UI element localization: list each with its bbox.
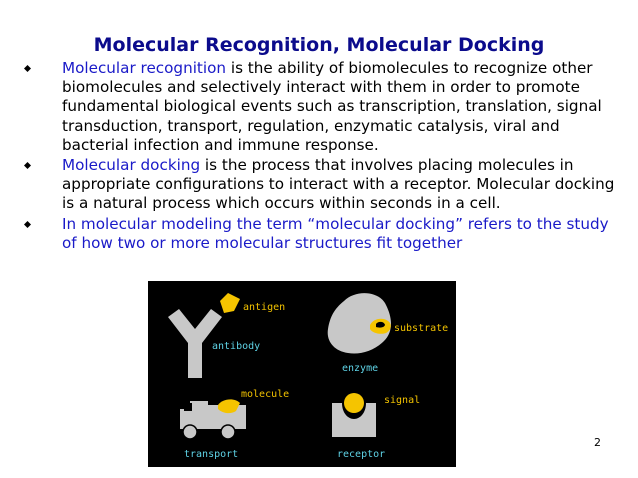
substrate-label: substrate: [394, 323, 448, 334]
docking-illustration: antigen antibody substrate enzyme molecu…: [168, 293, 448, 460]
bullet-highlight: Molecular recognition: [62, 59, 227, 77]
receptor-shape: [332, 403, 376, 437]
bullet-item-molecular-docking: Molecular docking is the process that in…: [24, 156, 624, 214]
page-number: 2: [594, 436, 601, 449]
transport-label: transport: [184, 449, 238, 460]
molecule-label: molecule: [241, 389, 289, 400]
bullet-text: is the process that involves placing mol…: [62, 156, 615, 213]
molecular-docking-figure: antigen antibody substrate enzyme molecu…: [148, 281, 456, 467]
signal-label: signal: [384, 395, 420, 406]
antigen-label: antigen: [243, 302, 285, 313]
bullet-highlight: Molecular docking: [62, 156, 201, 175]
antigen-shape: [220, 293, 240, 313]
enzyme-shape: [327, 293, 391, 354]
enzyme-label: enzyme: [342, 363, 378, 374]
diamond-bullet-icon: [24, 65, 31, 72]
transport-truck: [180, 399, 246, 440]
antibody-shape: [168, 309, 222, 378]
slide-title: Molecular Recognition, Molecular Docking: [93, 34, 545, 56]
bullet-item-molecular-modeling: In molecular modeling the term “molecula…: [24, 215, 624, 253]
substrate-pocket: [376, 321, 385, 328]
bullet-text: In molecular modeling the term “molecula…: [62, 214, 609, 252]
antibody-label: antibody: [212, 341, 260, 352]
bullet-item-molecular-recognition: Molecular recognition is the ability of …: [24, 59, 624, 155]
signal-shape: [344, 393, 364, 413]
diamond-bullet-icon: [24, 162, 31, 170]
molecule-shape: [218, 399, 240, 414]
bullet-list: Molecular recognition is the ability of …: [24, 59, 624, 254]
bullet-text: is the ability of biomolecules to recogn…: [62, 59, 602, 154]
receptor-label: receptor: [337, 449, 385, 460]
diamond-bullet-icon: [24, 220, 31, 228]
